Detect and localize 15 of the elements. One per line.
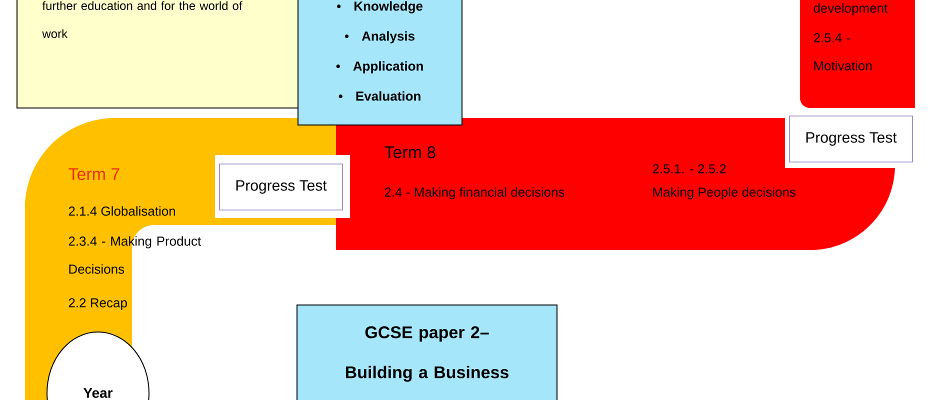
title-box: GCSE paper 2– Building a Business (296, 304, 558, 400)
topic-text: 2.2 Recap (68, 298, 127, 310)
topic-text: 2.5.1. - 2.5.2 (652, 164, 726, 174)
topic-text: 2.1.4 Globalisation (68, 206, 175, 216)
progress-test-box: Progress Test (215, 155, 350, 218)
note-box: further education and for the world of work (16, 0, 300, 108)
topic-text: 2.4 - Making financial decisions (384, 187, 564, 200)
topic-text: 2.5.4 - Motivation (814, 33, 872, 70)
node-label: Year (83, 388, 113, 398)
topic-text: Making People decisions (653, 187, 796, 200)
skills-box: Knowledge Analysis Application Evaluation (298, 0, 462, 126)
topic-text: development (814, 3, 888, 16)
term-heading: Term 7 (68, 168, 120, 180)
term-heading: Term 8 (384, 146, 436, 158)
progress-test-box: Progress Test (785, 110, 920, 168)
